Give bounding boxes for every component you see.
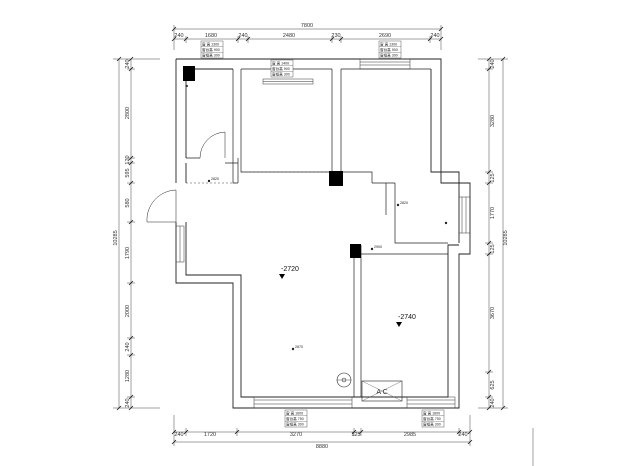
socket-icon — [444, 221, 448, 225]
svg-text:窗框高 300: 窗框高 300 — [286, 422, 304, 427]
left-dim-7: 2000 — [125, 305, 131, 317]
right-dim-3: 125 — [490, 173, 496, 182]
right-total-dim: 10285 — [503, 230, 509, 245]
right-dim-7: 625 — [490, 380, 496, 389]
bottom-dim-1: 240 — [174, 432, 183, 438]
level-marker-bedroom: -2740 — [396, 314, 416, 327]
right-dim-6: 3670 — [490, 307, 496, 319]
bottom-dim-6: 240 — [458, 432, 467, 438]
left-dim-9: 1280 — [125, 370, 131, 382]
top-total-dim: 7800 — [301, 23, 313, 29]
window-tag: 窗 高 1600 窗台高 750 窗框高 300 — [421, 409, 445, 428]
left-dim-8: 240 — [125, 342, 131, 351]
right-dimension-ticks — [486, 56, 506, 411]
top-dimension-ticks — [171, 26, 444, 42]
right-dim-4: 1770 — [490, 207, 496, 219]
svg-text:窗框高 300: 窗框高 300 — [202, 53, 220, 58]
top-dim-3: 240 — [238, 33, 247, 39]
outer-walls — [175, 58, 471, 409]
level-marker-living: -2720 — [279, 266, 299, 279]
svg-text:窗框高 300: 窗框高 300 — [272, 72, 290, 77]
bottom-dimension-ticks — [171, 429, 473, 445]
water-heater-icon — [336, 372, 352, 388]
top-dim-6: 2690 — [379, 33, 391, 39]
light-point: 2870 — [291, 345, 303, 351]
svg-text:窗台高 750: 窗台高 750 — [423, 416, 441, 421]
socket-icon — [186, 85, 188, 87]
bottom-dim-4: 125 — [351, 432, 360, 438]
left-dim-6: 1790 — [125, 247, 131, 259]
light-point: 2900 — [370, 245, 382, 251]
left-dim-2: 2800 — [125, 107, 131, 119]
bottom-dim-2: 1720 — [204, 432, 216, 438]
left-dimension-line — [113, 58, 160, 409]
left-dim-3: 120 — [125, 155, 131, 164]
window-tag: 窗 高 1300 窗台高 900 窗框高 300 — [200, 40, 224, 59]
left-dimension-ticks — [116, 56, 134, 411]
left-dim-5: 580 — [125, 198, 131, 207]
column — [183, 66, 195, 81]
svg-text:窗 高 1400: 窗 高 1400 — [272, 60, 289, 65]
left-dim-4: 595 — [125, 168, 131, 177]
top-dim-4: 2480 — [283, 33, 295, 39]
right-dim-8: 240 — [490, 398, 496, 407]
svg-text:窗台高 900: 窗台高 900 — [380, 47, 398, 52]
top-dim-5: 230 — [331, 33, 340, 39]
svg-text:窗 高 1600: 窗 高 1600 — [423, 410, 440, 415]
left-dim-1: 240 — [125, 59, 131, 68]
window-tag: 窗 高 1400 窗台高 900 窗框高 300 — [270, 59, 294, 78]
window-tag: 窗 高 1300 窗台高 900 窗框高 300 — [378, 40, 402, 59]
light-point: 2820 — [207, 177, 219, 183]
svg-text:2820: 2820 — [211, 177, 219, 181]
svg-text:2870: 2870 — [295, 345, 303, 349]
level-bedroom: -2740 — [398, 314, 416, 321]
right-dim-1: 240 — [490, 59, 496, 68]
window-tag: 窗 高 1600 窗台高 750 窗框高 300 — [284, 409, 308, 428]
right-dim-2: 3280 — [490, 115, 496, 127]
ac-unit: A C — [361, 380, 403, 402]
level-living: -2720 — [281, 266, 299, 273]
ac-label: A C — [376, 389, 387, 396]
svg-text:窗 高 1300: 窗 高 1300 — [380, 41, 397, 46]
top-dim-1: 240 — [174, 33, 183, 39]
svg-text:窗台高 750: 窗台高 750 — [286, 416, 304, 421]
right-dim-5: 125 — [490, 244, 496, 253]
light-point: 2820 — [396, 201, 408, 207]
bottom-total-dim: 8880 — [316, 444, 328, 450]
dashed-openings — [186, 171, 330, 184]
top-dim-7: 240 — [430, 33, 439, 39]
windows — [175, 58, 471, 409]
left-dim-10: 240 — [125, 398, 131, 407]
svg-text:窗 高 1600: 窗 高 1600 — [286, 410, 303, 415]
svg-text:2900: 2900 — [374, 245, 382, 249]
svg-text:窗框高 300: 窗框高 300 — [380, 53, 398, 58]
svg-text:窗台高 900: 窗台高 900 — [272, 66, 290, 71]
svg-text:窗框高 300: 窗框高 300 — [423, 422, 441, 427]
svg-text:窗 高 1300: 窗 高 1300 — [202, 41, 219, 46]
bottom-dim-5: 2985 — [404, 432, 416, 438]
bottom-dim-3: 3270 — [290, 432, 302, 438]
top-dim-2: 1680 — [205, 33, 217, 39]
svg-text:2820: 2820 — [400, 201, 408, 205]
column — [329, 171, 343, 186]
left-total-dim: 10285 — [113, 230, 119, 245]
column — [350, 244, 361, 258]
svg-text:窗台高 900: 窗台高 900 — [202, 47, 220, 52]
